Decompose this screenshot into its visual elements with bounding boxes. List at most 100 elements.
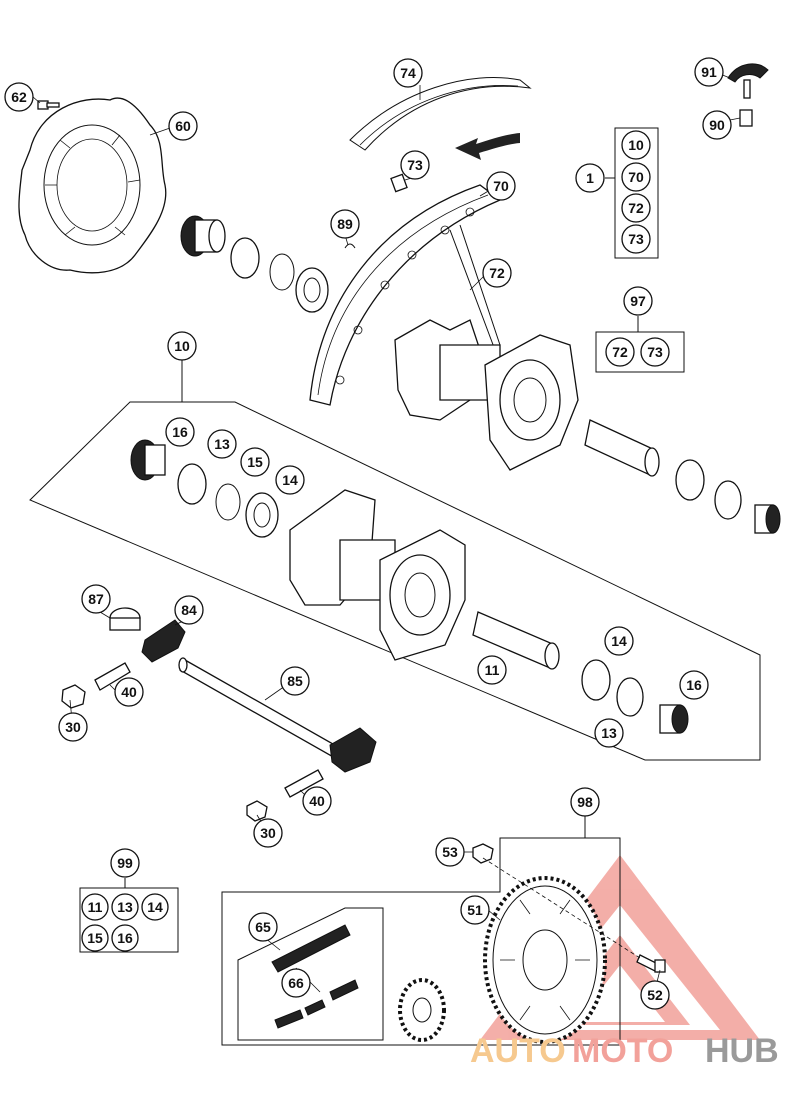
rear-sprocket-51-part <box>483 876 607 1044</box>
callout-1: 1 <box>575 163 605 193</box>
callout-13-left: 13 <box>207 429 237 459</box>
svg-text:60: 60 <box>175 118 191 134</box>
wheel-kit-frame <box>614 127 659 259</box>
svg-text:14: 14 <box>611 633 627 649</box>
nut-30b-part <box>246 800 268 822</box>
callout-40-upper: 40 <box>114 677 144 707</box>
callout-72-spoke: 72 <box>482 258 512 288</box>
rim-part <box>309 184 502 406</box>
svg-text:16: 16 <box>686 677 702 693</box>
callout-70-rim: 70 <box>486 171 516 201</box>
callout-97: 97 <box>623 286 653 316</box>
spoke-kit-frame <box>595 331 685 373</box>
spacer-tube-11 <box>472 611 560 670</box>
svg-text:AUTO: AUTO <box>470 1032 566 1070</box>
svg-text:87: 87 <box>88 591 104 607</box>
svg-text:85: 85 <box>287 673 303 689</box>
callout-62: 62 <box>4 82 34 112</box>
svg-text:70: 70 <box>493 178 509 194</box>
callout-11: 11 <box>477 655 507 685</box>
svg-text:84: 84 <box>181 602 197 618</box>
svg-text:30: 30 <box>260 825 276 841</box>
svg-text:52: 52 <box>647 987 663 1003</box>
callout-72-spokekit: 72 <box>605 337 635 367</box>
callout-73-nipple: 73 <box>400 150 430 180</box>
adjuster-bolt-40b <box>284 769 324 798</box>
upper-seal-part <box>180 215 226 257</box>
svg-text:11: 11 <box>88 899 103 915</box>
svg-text:14: 14 <box>282 472 298 488</box>
svg-text:10: 10 <box>628 137 644 153</box>
svg-text:11: 11 <box>485 662 500 678</box>
bearing-kit-frame <box>79 887 179 953</box>
svg-text:74: 74 <box>400 65 416 81</box>
callout-84: 84 <box>174 595 204 625</box>
callout-53: 53 <box>435 837 465 867</box>
callout-99: 99 <box>110 848 140 878</box>
svg-text:99: 99 <box>117 855 133 871</box>
svg-text:13: 13 <box>214 436 230 452</box>
callout-16-left: 16 <box>165 417 195 447</box>
callout-30-upper: 30 <box>58 712 88 742</box>
svg-text:98: 98 <box>577 794 593 810</box>
callout-11-kit: 11 <box>81 893 109 921</box>
svg-text:72: 72 <box>489 265 505 281</box>
svg-text:16: 16 <box>172 424 188 440</box>
seal-13b-part <box>616 677 644 717</box>
chain-65-part <box>271 924 351 973</box>
upper-spacer-ring <box>230 237 260 279</box>
callout-52: 52 <box>640 980 670 1010</box>
svg-text:51: 51 <box>467 902 483 918</box>
chain-adjuster-84-part <box>141 619 186 663</box>
svg-text:16: 16 <box>117 930 133 946</box>
callout-16-right: 16 <box>679 670 709 700</box>
callout-15-left: 15 <box>240 447 270 477</box>
callout-10-hub: 10 <box>167 331 197 361</box>
upper-right-seal <box>714 480 742 520</box>
seal-13-part <box>177 463 207 505</box>
bearing-14-part <box>245 492 279 538</box>
brake-disc-part <box>18 97 167 274</box>
spoke-part <box>449 224 501 351</box>
svg-text:53: 53 <box>442 844 458 860</box>
svg-text:70: 70 <box>628 169 644 185</box>
callout-40-lower: 40 <box>302 786 332 816</box>
svg-text:MOTO: MOTO <box>572 1032 673 1070</box>
upper-right-bearing <box>675 459 705 501</box>
chain-link-66-part <box>274 979 359 1029</box>
svg-text:10: 10 <box>174 338 190 354</box>
rotation-direction-arrow <box>455 133 520 160</box>
spoke-nipple-part <box>390 173 408 193</box>
callout-14-left: 14 <box>275 465 305 495</box>
callout-91: 91 <box>694 57 724 87</box>
callout-14-right: 14 <box>604 626 634 656</box>
sprocket-nut-53 <box>472 843 494 864</box>
callout-70-kit: 70 <box>621 162 651 192</box>
callout-13-right: 13 <box>594 718 624 748</box>
svg-text:40: 40 <box>309 793 325 809</box>
svg-text:73: 73 <box>647 344 663 360</box>
callout-85: 85 <box>280 666 310 696</box>
hub-part <box>289 489 466 661</box>
adjuster-bolt-40a <box>94 662 131 691</box>
chain-box-frame <box>237 907 384 1041</box>
callout-72-kit: 72 <box>621 193 651 223</box>
callout-87: 87 <box>81 584 111 614</box>
upper-right-bushing <box>754 504 781 534</box>
svg-text:66: 66 <box>288 975 304 991</box>
svg-text:73: 73 <box>407 157 423 173</box>
svg-text:90: 90 <box>709 117 725 133</box>
callout-73-spokekit: 73 <box>640 337 670 367</box>
svg-text:72: 72 <box>612 344 628 360</box>
callout-16-kit: 16 <box>111 924 139 952</box>
bushing-16b-part <box>659 704 689 734</box>
upper-spacer-tube <box>584 419 660 477</box>
svg-text:HUB: HUB <box>705 1032 779 1070</box>
seal-16-part <box>130 439 166 481</box>
svg-text:13: 13 <box>601 725 617 741</box>
callout-13-kit: 13 <box>111 893 139 921</box>
upper-bearing-part <box>295 267 329 313</box>
svg-text:40: 40 <box>121 684 137 700</box>
callout-73-kit: 73 <box>621 224 651 254</box>
